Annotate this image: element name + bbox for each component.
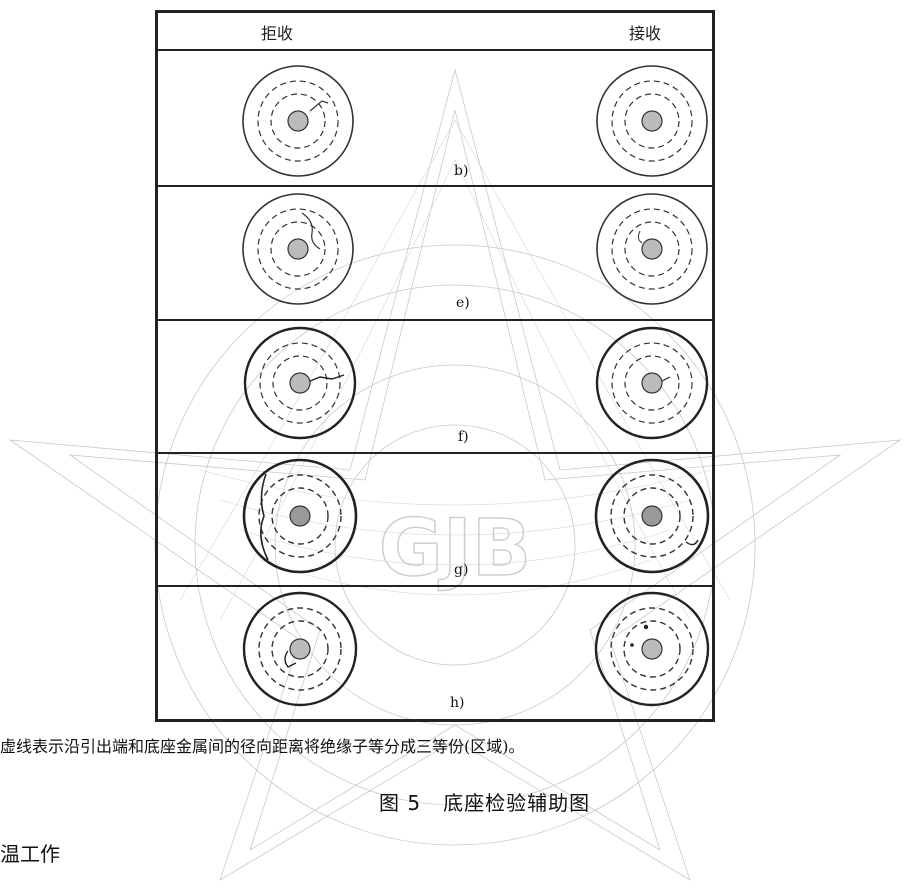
figure-note: 虚线表示沿引出端和底座金属间的径向距离将绝缘子等分成三等份(区域)。	[0, 737, 525, 756]
row-label-b: b)	[454, 163, 469, 179]
section-heading: 温工作	[0, 842, 60, 866]
accept-insulator-b	[596, 65, 708, 177]
header-accept: 接收	[629, 24, 662, 43]
accept-insulator-e	[596, 193, 708, 305]
figure-row-g: g)	[158, 452, 712, 587]
row-label-h: h)	[450, 695, 465, 711]
row-label-e: e)	[456, 295, 470, 311]
table-header: 拒收 接收	[158, 13, 712, 51]
row-label-f: f)	[458, 429, 469, 445]
accept-insulator-h	[594, 591, 710, 707]
figure-row-e: e)	[158, 185, 712, 321]
figure-row-h: h)	[158, 585, 712, 719]
row-label-g: g)	[454, 562, 469, 578]
figure-row-f: f)	[158, 319, 712, 454]
reject-insulator-e	[242, 193, 354, 305]
base-inspection-figure: 拒收 接收 b)	[155, 10, 715, 722]
reject-insulator-f	[243, 326, 357, 440]
accept-insulator-f	[595, 326, 709, 440]
figure-row-b: b)	[158, 51, 712, 187]
header-reject: 拒收	[261, 24, 294, 43]
reject-insulator-g	[242, 458, 358, 574]
accept-insulator-g	[594, 458, 710, 574]
reject-insulator-b	[242, 65, 354, 177]
reject-insulator-h	[242, 591, 358, 707]
figure-caption: 图 5 底座检验辅助图	[379, 791, 591, 815]
